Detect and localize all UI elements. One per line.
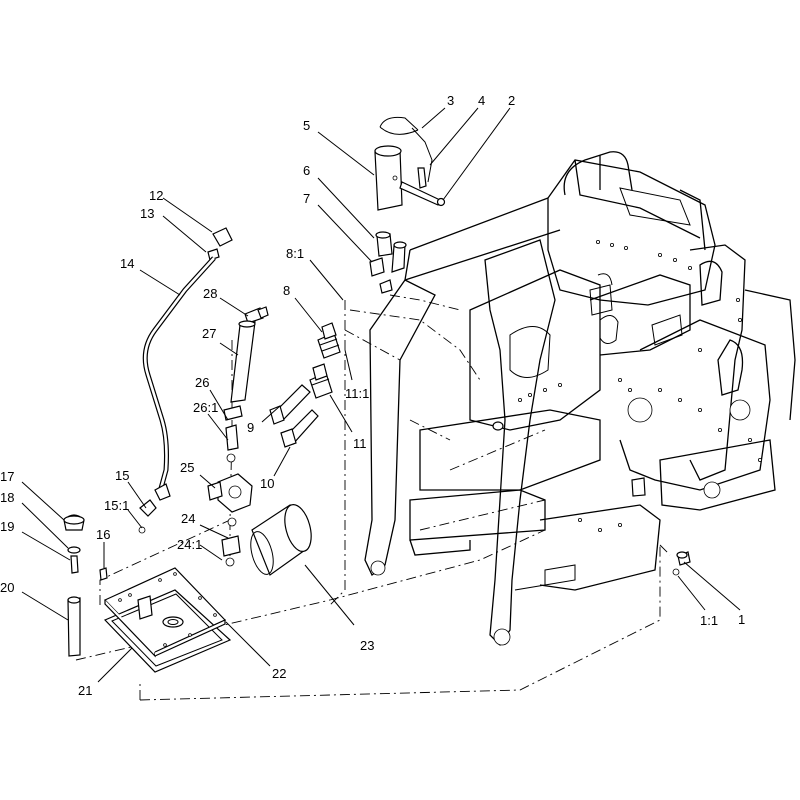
callout-22: 22 [272, 666, 286, 681]
callout-19: 19 [0, 519, 14, 534]
callout-15-1: 15:1 [104, 498, 129, 513]
callout-14: 14 [120, 256, 134, 271]
callout-17: 17 [0, 469, 14, 484]
part-lanyard [379, 116, 433, 183]
part-fitting-top [207, 227, 233, 261]
callout-13: 13 [140, 206, 154, 221]
callout-25: 25 [180, 460, 194, 475]
part-dipstick-assembly [63, 514, 85, 657]
callout-8-1: 8:1 [286, 246, 304, 261]
callout-1-1: 1:1 [700, 613, 718, 628]
callout-12: 12 [149, 188, 163, 203]
callout-18: 18 [0, 490, 14, 505]
leader-lines [21, 107, 741, 683]
callout-10: 10 [260, 476, 274, 491]
part-clip [417, 167, 427, 189]
frame-rivets [518, 239, 763, 533]
part-filter [250, 504, 312, 576]
callout-1: 1 [738, 612, 745, 627]
part-elbow-15 [138, 483, 171, 534]
part-fitting-28 [244, 306, 269, 324]
callout-20: 20 [0, 580, 14, 595]
callout-4: 3 [447, 93, 454, 108]
part-pipe [230, 320, 256, 403]
callout-labels: 3 4 2 5 6 7 8:1 8 11:1 11 9 10 12 13 14 … [0, 93, 745, 698]
part-hose-ends [269, 384, 319, 448]
callout-24-1: 24:1 [177, 537, 202, 552]
part-elbow-fittings [369, 241, 407, 294]
main-frame [364, 151, 796, 647]
callout-6: 6 [303, 163, 310, 178]
callout-27: 27 [202, 326, 216, 341]
callout-28: 28 [203, 286, 217, 301]
callout-11-1: 11:1 [345, 386, 369, 401]
part-plug-16 [99, 567, 108, 581]
part-filter-head [207, 473, 253, 513]
callout-21: 21 [78, 683, 92, 698]
callout-26: 26 [195, 375, 209, 390]
callout-8: 8 [283, 283, 290, 298]
callout-3: 4 [478, 93, 485, 108]
callout-9: 9 [247, 420, 254, 435]
callout-26-1: 26:1 [193, 400, 218, 415]
part-coupler [375, 231, 393, 257]
callout-23: 23 [360, 638, 374, 653]
part-sleeve [374, 145, 403, 211]
callout-5: 5 [303, 118, 310, 133]
callout-24: 24 [181, 511, 195, 526]
part-fittings-24 [221, 517, 241, 567]
part-adapter-26 [223, 405, 243, 463]
part-quick-coupler-lower [309, 363, 333, 399]
callout-11: 11 [353, 436, 367, 451]
part-quick-coupler-upper [317, 322, 341, 359]
callout-7: 7 [303, 191, 310, 206]
part-cover-plate [103, 567, 232, 673]
part-pin [399, 181, 446, 207]
callout-15: 15 [115, 468, 129, 483]
callout-16: 16 [96, 527, 110, 542]
callout-2: 2 [508, 93, 515, 108]
part-plug-1 [672, 551, 691, 576]
